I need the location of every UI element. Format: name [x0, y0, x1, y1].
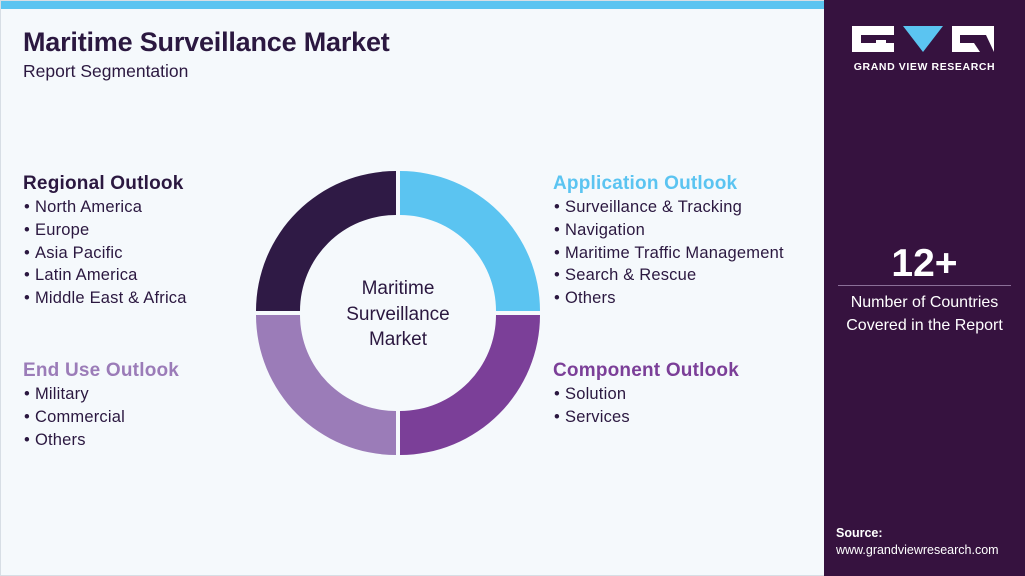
donut-segment-application [400, 171, 540, 311]
source-label: Source: [836, 526, 883, 540]
list-item: Others [23, 429, 179, 452]
list-item: Commercial [23, 406, 179, 429]
end-use-outlook-list: Military Commercial Others [23, 383, 179, 451]
list-item: Navigation [553, 219, 784, 242]
list-item: Maritime Traffic Management [553, 242, 784, 265]
component-outlook-list: Solution Services [553, 383, 739, 429]
list-item: Others [553, 287, 784, 310]
donut-segment-regional [256, 171, 396, 311]
regional-outlook-group: Regional Outlook North America Europe As… [23, 172, 187, 310]
page-subtitle: Report Segmentation [23, 61, 189, 81]
list-item: Europe [23, 219, 187, 242]
stat-value: 12+ [891, 242, 958, 285]
regional-outlook-title: Regional Outlook [23, 173, 184, 194]
list-item: Latin America [23, 264, 187, 287]
regional-outlook-list: North America Europe Asia Pacific Latin … [23, 196, 187, 310]
list-item: North America [23, 196, 187, 219]
list-item: Asia Pacific [23, 242, 187, 265]
application-outlook-list: Surveillance & Tracking Navigation Marit… [553, 196, 784, 310]
stat-description-line: Number of Countries [850, 294, 999, 311]
sidebar-panel: GRAND VIEW RESEARCH 12+ Number of Countr… [824, 0, 1025, 576]
stat-divider [838, 285, 1011, 286]
list-item: Surveillance & Tracking [553, 196, 784, 219]
application-outlook-title: Application Outlook [553, 173, 738, 194]
gvr-logo-icon [852, 26, 994, 52]
center-label-line: Surveillance [346, 303, 450, 325]
center-label-line: Maritime [361, 278, 435, 299]
donut-segment-component [400, 315, 540, 455]
page-title: Maritime Surveillance Market [23, 27, 390, 57]
donut-center-label: Maritime Surveillance Market [315, 276, 481, 353]
brand-name: GRAND VIEW RESEARCH [853, 61, 996, 73]
application-outlook-group: Application Outlook Surveillance & Track… [553, 172, 784, 310]
end-use-outlook-title: End Use Outlook [23, 360, 180, 381]
list-item: Military [23, 383, 179, 406]
segmentation-donut [256, 171, 540, 455]
main-panel: Maritime Surveillance Market Report Segm… [0, 0, 824, 576]
list-item: Services [553, 406, 739, 429]
list-item: Middle East & Africa [23, 287, 187, 310]
component-outlook-group: Component Outlook Solution Services [553, 359, 739, 429]
list-item: Solution [553, 383, 739, 406]
accent-bar [1, 1, 825, 9]
donut-segment-end-use [256, 315, 396, 455]
component-outlook-title: Component Outlook [553, 360, 739, 381]
stat-description: Number of Countries Covered in the Repor… [824, 292, 1025, 337]
center-label-line: Market [368, 329, 428, 350]
stat-description-line: Covered in the Report [846, 316, 1003, 334]
source-link[interactable]: www.grandviewresearch.com [836, 543, 999, 557]
list-item: Search & Rescue [553, 264, 784, 287]
end-use-outlook-group: End Use Outlook Military Commercial Othe… [23, 359, 179, 451]
